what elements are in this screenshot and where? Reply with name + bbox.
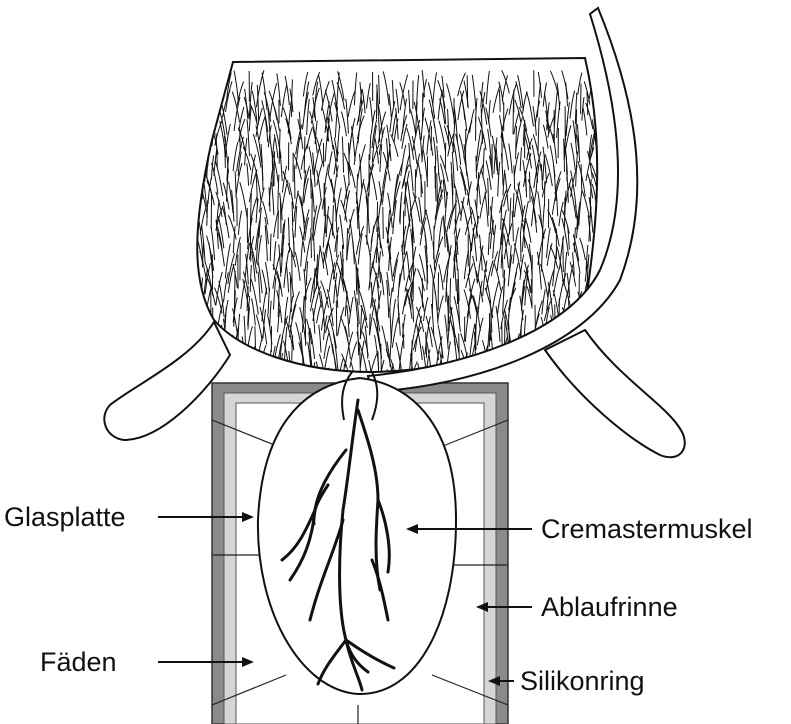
annotation-silikonring: Silikonring — [488, 666, 645, 696]
hair-stroke — [233, 336, 238, 372]
hair-stroke — [549, 360, 553, 386]
hair-stroke — [596, 107, 601, 129]
hair-stroke — [597, 192, 603, 219]
hair-stroke — [531, 360, 533, 397]
hair-stroke — [280, 202, 281, 234]
hair-stroke — [520, 363, 525, 396]
hair-stroke — [239, 350, 240, 381]
hair-stroke — [546, 372, 547, 398]
label-glasplatte: Glasplatte — [4, 502, 126, 532]
hair-stroke — [278, 210, 279, 238]
hair-stroke — [476, 156, 477, 179]
hair-stroke — [239, 345, 245, 372]
hair-stroke — [196, 103, 200, 135]
label-cremastermuskel: Cremastermuskel — [541, 514, 753, 544]
hair-stroke — [258, 353, 260, 386]
hair-stroke — [212, 81, 214, 103]
hair-stroke — [245, 359, 252, 383]
hair-stroke — [599, 74, 601, 100]
hair-stroke — [197, 121, 202, 150]
hair-stroke — [448, 296, 449, 331]
hair-stroke — [255, 326, 256, 355]
hair-stroke — [538, 349, 544, 386]
hair-stroke — [311, 228, 312, 258]
hair-stroke — [520, 235, 521, 262]
hair-stroke — [194, 84, 201, 107]
hair-stroke — [538, 353, 544, 377]
hair-stroke — [370, 314, 371, 336]
hair-stroke — [415, 169, 416, 197]
hair-stroke — [195, 107, 201, 142]
hair-stroke — [200, 73, 204, 97]
hair-stroke — [214, 90, 218, 116]
hair-stroke — [600, 125, 604, 154]
hair-stroke — [595, 89, 599, 119]
hair-stroke — [517, 371, 520, 401]
hair-stroke — [243, 354, 244, 379]
hair-stroke — [376, 90, 377, 120]
right-flap — [545, 330, 685, 457]
hair-stroke — [596, 225, 602, 249]
hair-stroke — [533, 370, 537, 399]
hair-stroke — [599, 85, 606, 119]
hair-stroke — [215, 73, 221, 96]
label-silikonring: Silikonring — [520, 666, 645, 696]
hair-stroke — [201, 127, 202, 158]
left-flap — [104, 322, 230, 440]
hair-stroke — [542, 361, 544, 387]
hair-stroke — [514, 165, 515, 189]
hair-stroke — [598, 217, 603, 246]
hair-stroke — [563, 238, 564, 272]
hair-stroke — [251, 346, 255, 376]
hair-stroke — [234, 361, 237, 384]
hair-stroke — [600, 142, 602, 166]
label-faeden: Fäden — [40, 647, 117, 677]
hair-stroke — [600, 156, 602, 184]
hair-stroke — [360, 354, 361, 377]
hair-stroke — [602, 99, 609, 132]
hair-stroke — [356, 264, 357, 291]
hair-stroke — [202, 301, 203, 325]
hair-stroke — [596, 207, 601, 245]
hair-stroke — [197, 93, 204, 122]
hair-stroke — [530, 172, 531, 203]
scrotum-outline — [197, 58, 597, 372]
label-ablaufrinne: Ablaufrinne — [541, 592, 678, 622]
hair-stroke — [405, 182, 406, 216]
